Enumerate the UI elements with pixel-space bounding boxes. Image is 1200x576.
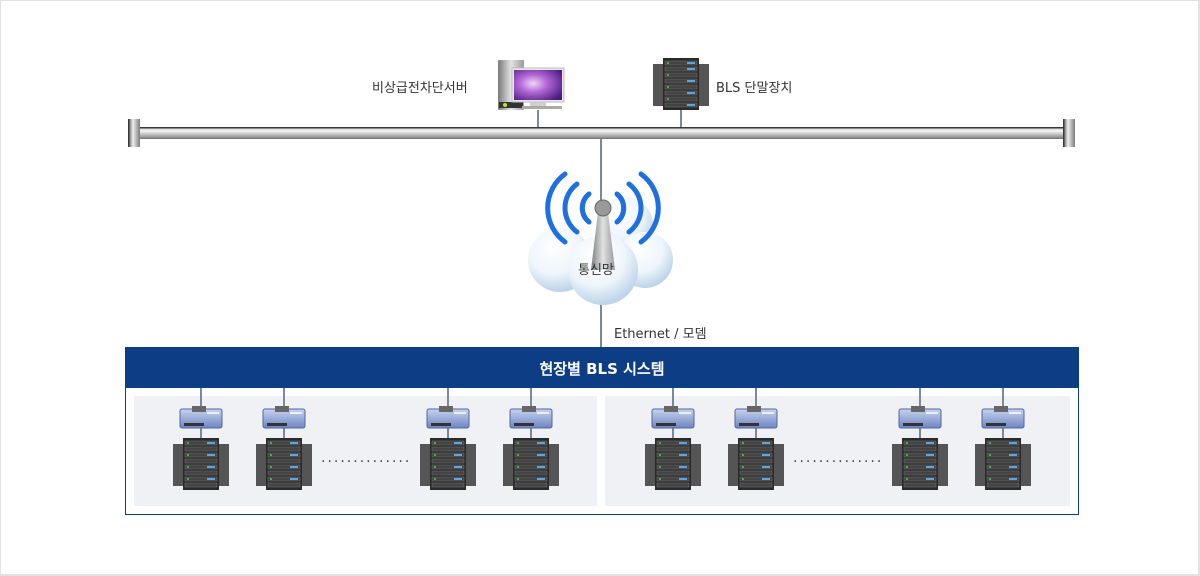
site-unit [171,388,231,500]
cloud-label: 통신망 [578,263,614,278]
controller-module-icon [262,406,306,429]
controller-module-icon [426,406,470,429]
link-type-label: Ethernet / 모뎀 [614,327,707,342]
rack-server-icon [503,438,559,490]
terminal-label: BLS 단말장치 [716,81,793,96]
rack-server-icon [892,438,948,490]
rack-server-icon [645,438,701,490]
rack-server-icon [173,438,229,490]
controller-module-icon [509,406,553,429]
site-unit [501,388,561,500]
wireless-signal-icon [545,171,661,245]
network-backbone [140,127,1065,139]
site-unit [643,388,703,500]
site-unit [890,388,950,500]
rack-server-icon [975,438,1031,490]
cloud-icon [528,171,673,305]
site-bls-system: 현장별 BLS 시스템 ·············· ·············… [125,347,1079,515]
rack-server-icon [653,58,709,110]
controller-module-icon [981,406,1025,429]
controller-module-icon [898,406,942,429]
site-unit [973,388,1033,500]
site-unit [254,388,314,500]
rack-server-icon [420,438,476,490]
ellipsis-2: ·············· [793,454,884,470]
desktop-server-icon [498,60,565,110]
site-unit [726,388,786,500]
bus-end-left [128,119,140,147]
site-unit [418,388,478,500]
rack-server-icon [728,438,784,490]
server-link-line [537,110,539,128]
controller-module-icon [179,406,223,429]
controller-module-icon [651,406,695,429]
server-label: 비상급전차단서버 [372,81,468,96]
bus-end-right [1063,119,1075,147]
rack-server-icon [256,438,312,490]
system-title: 현장별 BLS 시스템 [126,348,1078,388]
terminal-link-line [680,110,682,128]
controller-module-icon [734,406,778,429]
ellipsis-1: ·············· [321,454,412,470]
